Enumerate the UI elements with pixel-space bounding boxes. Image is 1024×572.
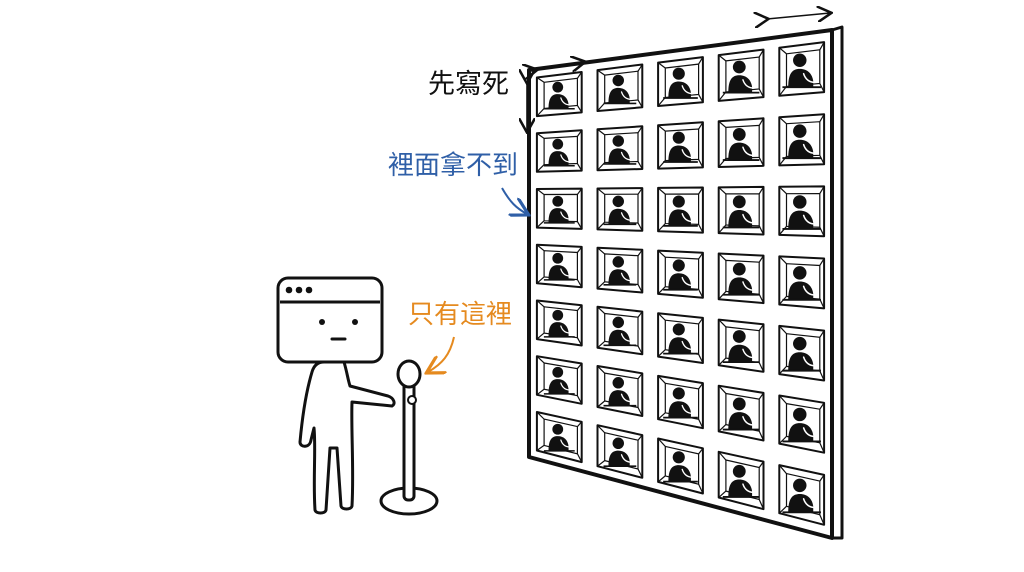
shelf-cell — [535, 411, 583, 464]
shelf-cell — [535, 299, 583, 347]
person-at-desk-icon — [543, 195, 575, 224]
person-at-desk-icon — [603, 256, 637, 286]
shelf-cell — [657, 437, 704, 495]
person-at-desk-icon — [782, 195, 821, 230]
person-at-desk-icon — [603, 316, 637, 347]
person-at-desk-icon — [663, 387, 698, 419]
shelf-cell — [778, 255, 826, 310]
shelf-cell — [535, 187, 583, 230]
character-body — [298, 360, 396, 515]
blue-pointer-arrow — [501, 187, 527, 214]
person-at-desk-icon — [603, 195, 637, 226]
person-at-desk-icon — [603, 135, 637, 165]
microphone-stand-icon — [379, 359, 439, 516]
shelf-cell — [717, 117, 765, 168]
shelf-cell — [717, 48, 765, 102]
shelf-cell — [657, 121, 704, 170]
fixed-size-label: 先寫死 — [428, 69, 509, 100]
shelf-cell — [717, 318, 765, 373]
shelf-cell — [535, 243, 583, 289]
person-at-desk-icon — [722, 330, 760, 364]
person-at-desk-icon — [722, 60, 760, 94]
person-at-desk-icon — [543, 309, 575, 338]
person-at-desk-icon — [782, 336, 821, 372]
character-eye-left — [319, 319, 325, 325]
person-at-desk-icon — [543, 366, 575, 395]
shelf-cell — [657, 374, 704, 430]
cell-width-dimension-top — [767, 13, 830, 19]
shelf-cell — [596, 424, 644, 479]
shelf-cell — [596, 125, 644, 172]
shelf-cell — [778, 464, 826, 526]
shelf-grid — [527, 25, 844, 540]
cell-width-dimension — [536, 62, 584, 70]
person-at-desk-icon — [782, 53, 821, 89]
person-at-desk-icon — [543, 81, 575, 110]
person-at-desk-icon — [722, 195, 760, 229]
shelf-cell — [535, 129, 583, 173]
person-at-desk-icon — [722, 397, 760, 431]
person-at-desk-icon — [782, 124, 821, 160]
person-at-desk-icon — [663, 67, 698, 99]
shelf-cells — [535, 41, 826, 526]
orange-pointer-arrow — [428, 336, 455, 372]
person-at-desk-icon — [663, 259, 698, 291]
person-at-desk-icon — [782, 478, 821, 514]
person-at-desk-icon — [722, 464, 760, 498]
shelf-cell — [657, 56, 704, 107]
character-head — [276, 276, 384, 364]
shelf-cell — [778, 41, 826, 97]
shelf-cell — [717, 384, 765, 442]
person-at-desk-icon — [663, 195, 698, 227]
shelf-cell — [535, 71, 583, 118]
person-at-desk-icon — [722, 128, 760, 161]
only-here-label: 只有這裡 — [408, 300, 513, 330]
browser-window-character-icon — [276, 276, 396, 515]
person-at-desk-icon — [663, 323, 698, 355]
person-at-desk-icon — [543, 252, 575, 281]
person-at-desk-icon — [543, 138, 575, 167]
person-at-desk-icon — [782, 407, 821, 443]
shelf-cell — [657, 186, 704, 234]
dimension-markers — [527, 13, 830, 131]
person-at-desk-icon — [603, 74, 637, 105]
person-at-desk-icon — [722, 262, 760, 296]
shelf-cell — [717, 252, 765, 305]
person-at-desk-icon — [543, 423, 575, 452]
shelf-cell — [778, 394, 826, 454]
person-at-desk-icon — [603, 437, 637, 468]
shelf-cell — [596, 246, 644, 294]
cannot-take-inside-label: 裡面拿不到 — [388, 151, 519, 181]
shelf-cell — [596, 63, 644, 112]
shelf-cell — [657, 312, 704, 364]
shelf-cell — [717, 185, 765, 236]
shelf-cell — [717, 450, 765, 511]
shelf-cell — [596, 187, 644, 232]
shelf-cell — [596, 305, 644, 356]
shelf-cell — [778, 113, 826, 167]
character-eye-right — [352, 319, 358, 325]
shelf-cell — [778, 185, 826, 238]
person-at-desk-icon — [663, 451, 698, 483]
shelf-cell — [657, 249, 704, 299]
shelf-cell — [596, 365, 644, 417]
person-at-desk-icon — [782, 266, 821, 301]
shelf-cell — [778, 324, 826, 382]
person-at-desk-icon — [603, 377, 637, 407]
person-at-desk-icon — [663, 131, 698, 163]
shelf-cell — [535, 355, 583, 405]
